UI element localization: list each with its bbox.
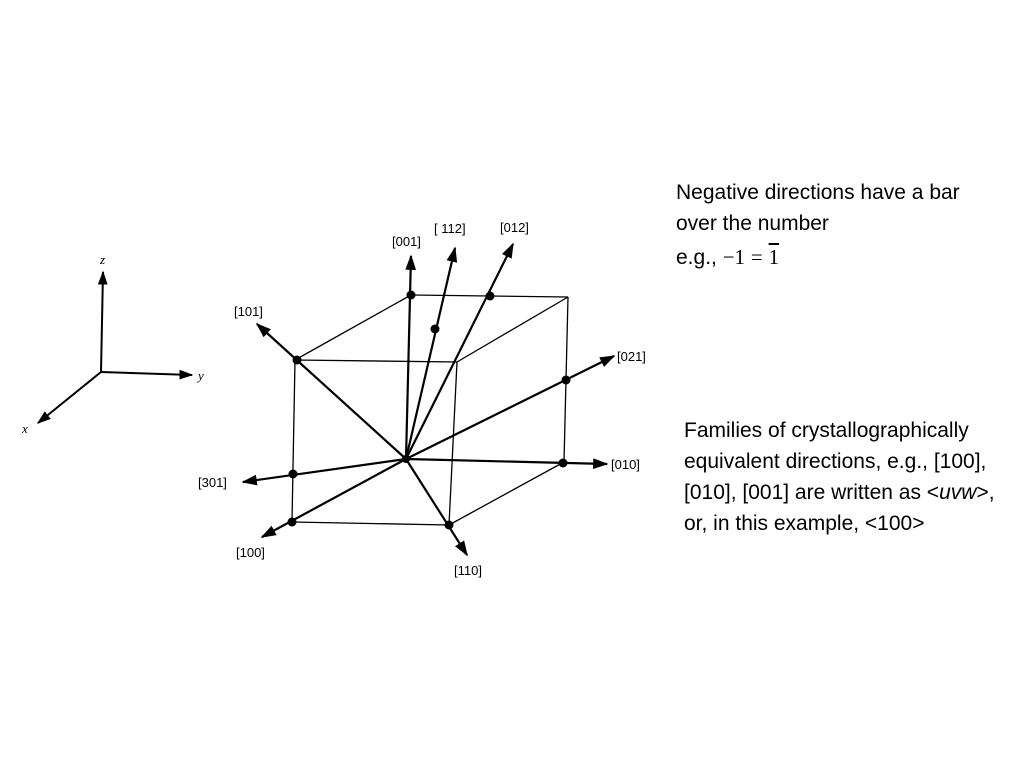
vector-012 (405, 242, 514, 460)
vector-001 (404, 254, 417, 460)
point-021 (561, 375, 571, 385)
label-001: [001] (392, 234, 421, 249)
direction-vectors (241, 242, 616, 557)
vector-301 (241, 457, 407, 486)
point-101 (292, 355, 302, 365)
negative-directions-note: Negative directions have a bar over the … (676, 177, 996, 273)
point-100 (287, 517, 297, 527)
negative-example: e.g., −1 = 1 (676, 242, 996, 273)
label-021: [021] (617, 349, 646, 364)
example-equals: = (750, 245, 763, 269)
negative-directions-text: Negative directions have a bar over the … (676, 181, 960, 235)
lattice-points (287, 290, 571, 530)
families-uvw: uvw (939, 481, 977, 504)
families-note: Families of crystallographically equival… (684, 415, 1004, 539)
label-012: [012] (500, 220, 529, 235)
vector-010 (405, 457, 609, 470)
example-lhs: −1 (722, 245, 746, 269)
y-axis-label: y (196, 368, 204, 383)
label-010: [010] (611, 457, 640, 472)
z-axis (97, 270, 108, 373)
vector-110 (405, 458, 468, 557)
vector-101 (255, 322, 407, 460)
reference-axes (36, 270, 194, 424)
example-rhs: 1 (768, 245, 780, 269)
point-010 (558, 458, 568, 468)
families-text-b: >, or, in this example, <100> (684, 481, 995, 535)
label-101: [101] (234, 304, 263, 319)
y-axis (100, 369, 194, 380)
x-axis (36, 371, 102, 424)
point-012 (485, 291, 495, 301)
vector-021 (405, 355, 616, 460)
point-112 (430, 324, 440, 334)
vector-100 (260, 458, 407, 538)
point-110 (444, 520, 454, 530)
origin-point (402, 455, 410, 463)
vector-112 (404, 246, 458, 460)
label-110: [110] (454, 563, 482, 578)
families-text-a: Families of crystallographically equival… (684, 419, 987, 504)
label-301: [301] (198, 475, 227, 490)
x-axis-label: x (21, 421, 28, 436)
point-001 (406, 290, 416, 300)
label-112: [ 112] (434, 221, 466, 236)
point-301 (288, 469, 298, 479)
z-axis-label: z (99, 252, 105, 267)
example-prefix: e.g., (676, 246, 717, 269)
label-100: [100] (236, 545, 265, 560)
